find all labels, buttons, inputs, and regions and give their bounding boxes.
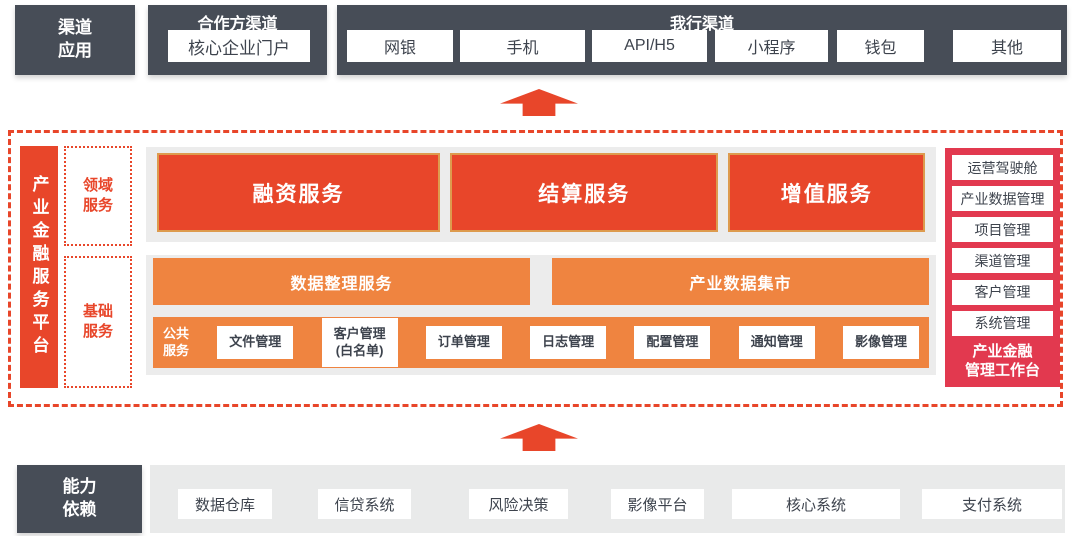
payment-system-box: 支付系统 <box>922 489 1062 519</box>
workbench-title: 产业金融 管理工作台 <box>964 342 1040 380</box>
config-management-box: 配置管理 <box>634 326 711 359</box>
system-management-box: 系统管理 <box>952 310 1053 336</box>
partner-channel-block: 合作方渠道 核心企业门户 <box>148 5 327 75</box>
data-organization-service-box: 数据整理服务 <box>153 258 530 305</box>
image-management-box: 影像管理 <box>842 326 919 359</box>
up-arrow-icon <box>500 89 578 116</box>
domain-services-area: 融资服务 结算服务 增值服务 <box>146 147 936 242</box>
bank-channel-mini-program: 小程序 <box>715 30 828 62</box>
bank-channel-block: 我行渠道 网银 手机 API/H5 小程序 钱包 其他 <box>337 5 1067 75</box>
customer-management-box: 客户管理 <box>952 279 1053 305</box>
bank-channel-online-banking: 网银 <box>347 30 453 62</box>
bank-channel-wallet: 钱包 <box>837 30 924 62</box>
channel-management-box: 渠道管理 <box>952 248 1053 274</box>
customer-whitelist-management-box: 客户管理 (白名单) <box>321 318 398 367</box>
log-management-box: 日志管理 <box>530 326 607 359</box>
risk-decision-box: 风险决策 <box>469 489 568 519</box>
core-system-box: 核心系统 <box>732 489 900 519</box>
public-services-label: 公共 服务 <box>163 325 190 358</box>
up-arrow-icon <box>500 424 578 451</box>
partner-channel-title: 合作方渠道 <box>197 16 278 33</box>
bank-channel-api-h5: API/H5 <box>592 30 707 62</box>
industrial-finance-platform-frame: 产业金融服务平台 领域 服务 基础 服务 融资服务 结算服务 增值服务 数据整理… <box>8 130 1063 407</box>
file-management-box: 文件管理 <box>217 326 294 359</box>
platform-title: 产业金融服务平台 <box>29 175 49 359</box>
dependency-systems-bar: 数据仓库 信贷系统 风险决策 影像平台 核心系统 支付系统 <box>150 465 1065 533</box>
project-management-box: 项目管理 <box>952 217 1053 243</box>
public-services-bar: 公共 服务 文件管理 客户管理 (白名单) 订单管理 日志管理 配置管理 通知管… <box>153 317 929 368</box>
domain-services-label-box: 领域 服务 <box>64 146 132 246</box>
base-services-label-box: 基础 服务 <box>64 256 132 388</box>
imaging-platform-box: 影像平台 <box>611 489 704 519</box>
value-added-service-box: 增值服务 <box>728 153 925 232</box>
data-warehouse-box: 数据仓库 <box>178 489 272 519</box>
bank-channel-other: 其他 <box>953 30 1061 62</box>
settlement-service-box: 结算服务 <box>450 153 719 232</box>
channel-application-block: 渠道 应用 <box>15 5 135 75</box>
operations-cockpit-box: 运营驾驶舱 <box>952 155 1053 180</box>
notification-management-box: 通知管理 <box>738 326 815 359</box>
channel-application-label: 渠道 应用 <box>58 18 92 60</box>
order-management-box: 订单管理 <box>425 326 502 359</box>
management-workbench-panel: 运营驾驶舱 产业数据管理 项目管理 渠道管理 客户管理 系统管理 产业金融 管理… <box>945 148 1060 387</box>
core-enterprise-portal-box: 核心企业门户 <box>168 30 310 62</box>
capability-dependency-block: 能力 依赖 <box>17 465 142 533</box>
capability-dependency-label: 能力 依赖 <box>62 477 97 519</box>
platform-title-bar: 产业金融服务平台 <box>20 146 58 388</box>
bank-channel-title: 我行渠道 <box>669 16 734 33</box>
financing-service-box: 融资服务 <box>157 153 441 232</box>
data-services-row: 数据整理服务 产业数据集市 <box>153 258 929 305</box>
base-services-area: 数据整理服务 产业数据集市 公共 服务 文件管理 客户管理 (白名单) 订单管理… <box>146 255 936 375</box>
credit-system-box: 信贷系统 <box>318 489 411 519</box>
industrial-data-management-box: 产业数据管理 <box>952 186 1053 212</box>
bank-channel-mobile: 手机 <box>460 30 585 62</box>
industrial-data-mart-box: 产业数据集市 <box>552 258 929 305</box>
